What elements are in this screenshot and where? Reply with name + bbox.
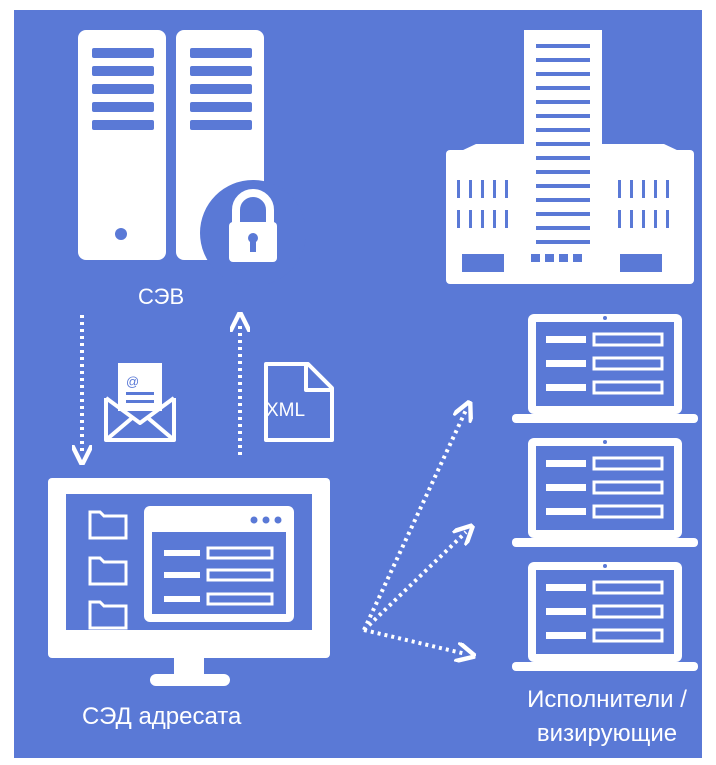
desktop-monitor-icon (48, 478, 330, 686)
arrow-to-laptop-middle (362, 532, 466, 632)
label-sev: СЭВ (138, 284, 185, 309)
laptop-icon (512, 314, 698, 423)
laptop-icon (512, 562, 698, 671)
label-executors: Исполнители / визирующие (507, 683, 707, 751)
svg-text:@: @ (126, 374, 139, 389)
label-xml: XML (266, 400, 306, 421)
padlock-icon (200, 180, 306, 286)
office-building-icon (446, 30, 694, 284)
laptop-icon (512, 438, 698, 547)
folder-icon (88, 510, 128, 630)
label-executors-line1: Исполнители / (527, 686, 687, 713)
email-envelope-icon: @ (104, 363, 176, 442)
xml-file-icon (264, 362, 334, 442)
arrow-to-laptop-top (362, 410, 466, 631)
label-sed-addressee: СЭД адресата (82, 703, 242, 730)
label-executors-line2: визирующие (536, 720, 678, 747)
